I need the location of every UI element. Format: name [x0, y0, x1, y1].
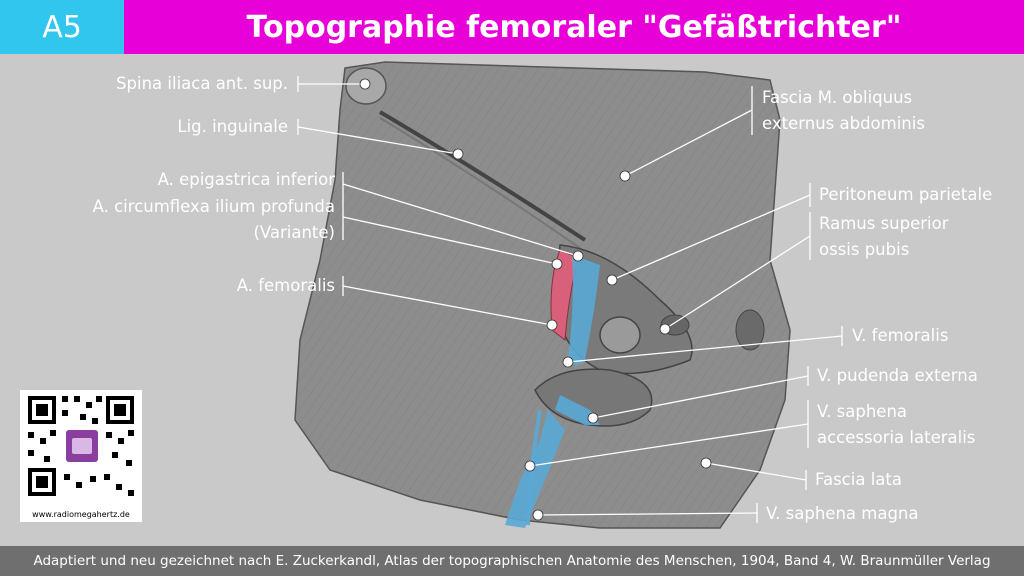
label-a-femoralis: A. femoralis: [236, 276, 335, 295]
label-ramus-2: ossis pubis: [819, 240, 910, 259]
label-ramus-1: Ramus superior: [819, 214, 949, 233]
label-v-femoralis: V. femoralis: [852, 326, 949, 345]
footer-credit: Adaptiert und neu gezeichnet nach E. Zuc…: [0, 546, 1024, 576]
vein-saphena-magna: [505, 410, 565, 528]
label-fascia-obliquus-2: externus abdominis: [762, 114, 925, 133]
page-title: Topographie femoraler "Gefäßtrichter": [124, 0, 1024, 54]
label-fascia-obliquus-1: Fascia M. obliquus: [762, 88, 913, 107]
qr-code[interactable]: www.radiomegahertz.de: [20, 390, 142, 522]
label-a-circumflexa: A. circumflexa ilium profunda: [92, 197, 335, 216]
label-lig-inguinale: Lig. inguinale: [177, 117, 288, 136]
ligament-band: [378, 110, 587, 242]
label-fascia-lata: Fascia lata: [815, 470, 902, 489]
section-badge: A5: [0, 0, 124, 54]
header: A5 Topographie femoraler "Gefäßtrichter": [0, 0, 1024, 54]
label-peritoneum: Peritoneum parietale: [819, 185, 993, 204]
label-v-saphena-acc-1: V. saphena: [817, 402, 908, 421]
label-v-pudenda: V. pudenda externa: [817, 366, 978, 385]
qr-pattern-icon: [28, 396, 134, 496]
anatomy-illustration: [294, 61, 843, 529]
label-a-epigastrica: A. epigastrica inferior: [157, 170, 335, 189]
label-variante: (Variante): [253, 223, 335, 242]
label-v-saphena-magna: V. saphena magna: [766, 504, 919, 523]
qr-url: www.radiomegahertz.de: [32, 510, 130, 519]
label-v-saphena-acc-2: accessoria lateralis: [817, 428, 976, 447]
vein-femoralis: [568, 255, 600, 365]
label-spina-iliaca: Spina iliaca ant. sup.: [116, 74, 288, 93]
